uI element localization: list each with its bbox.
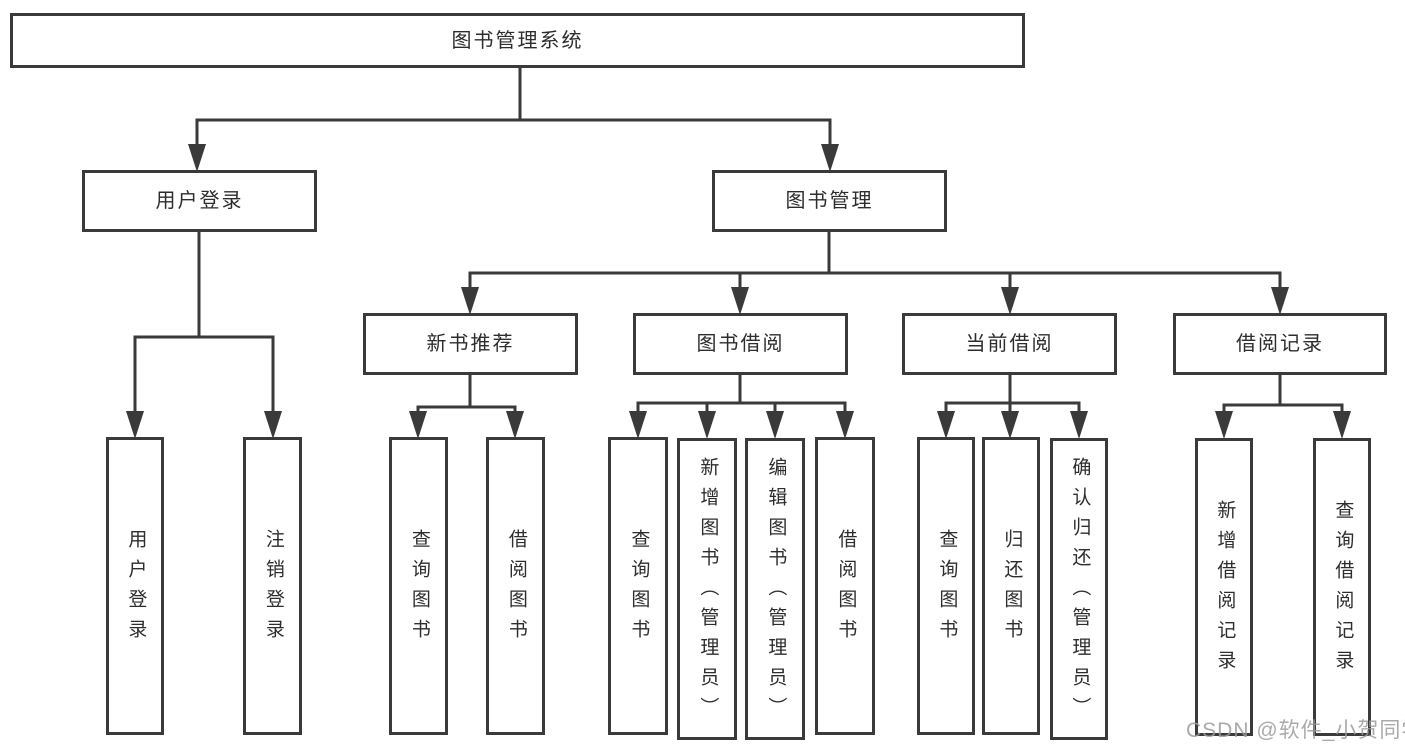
leaf-bb-borrow-book: 借阅图书 xyxy=(815,437,875,735)
node-root-system: 图书管理系统 xyxy=(10,13,1025,68)
node-user-login: 用户登录 xyxy=(82,170,317,232)
leaf-user-login: 用户登录 xyxy=(106,437,164,735)
leaf-cb-return-book: 归还图书 xyxy=(982,437,1040,735)
node-new-book-recommend: 新书推荐 xyxy=(363,313,578,375)
leaf-cb-confirm-return-admin: 确认归还（管理员） xyxy=(1050,438,1108,740)
leaf-bb-edit-book-admin: 编辑图书（管理员） xyxy=(745,438,805,740)
leaf-bb-add-book-admin: 新增图书（管理员） xyxy=(677,438,737,740)
leaf-logout: 注销登录 xyxy=(243,437,302,735)
node-book-management: 图书管理 xyxy=(712,170,947,232)
leaf-br-add-record: 新增借阅记录 xyxy=(1195,438,1253,736)
node-current-borrow: 当前借阅 xyxy=(902,313,1117,375)
watermark: CSDN @软件_小贺同学 xyxy=(1186,719,1405,742)
node-book-borrow: 图书借阅 xyxy=(633,313,848,375)
leaf-bb-query-book: 查询图书 xyxy=(608,437,668,735)
node-borrow-records: 借阅记录 xyxy=(1173,313,1387,375)
arrowheads xyxy=(126,144,1351,439)
leaf-br-query-record: 查询借阅记录 xyxy=(1313,438,1371,736)
leaf-nb-query-book: 查询图书 xyxy=(389,437,448,735)
leaf-nb-borrow-book: 借阅图书 xyxy=(486,437,545,735)
leaf-cb-query-book: 查询图书 xyxy=(917,437,975,735)
